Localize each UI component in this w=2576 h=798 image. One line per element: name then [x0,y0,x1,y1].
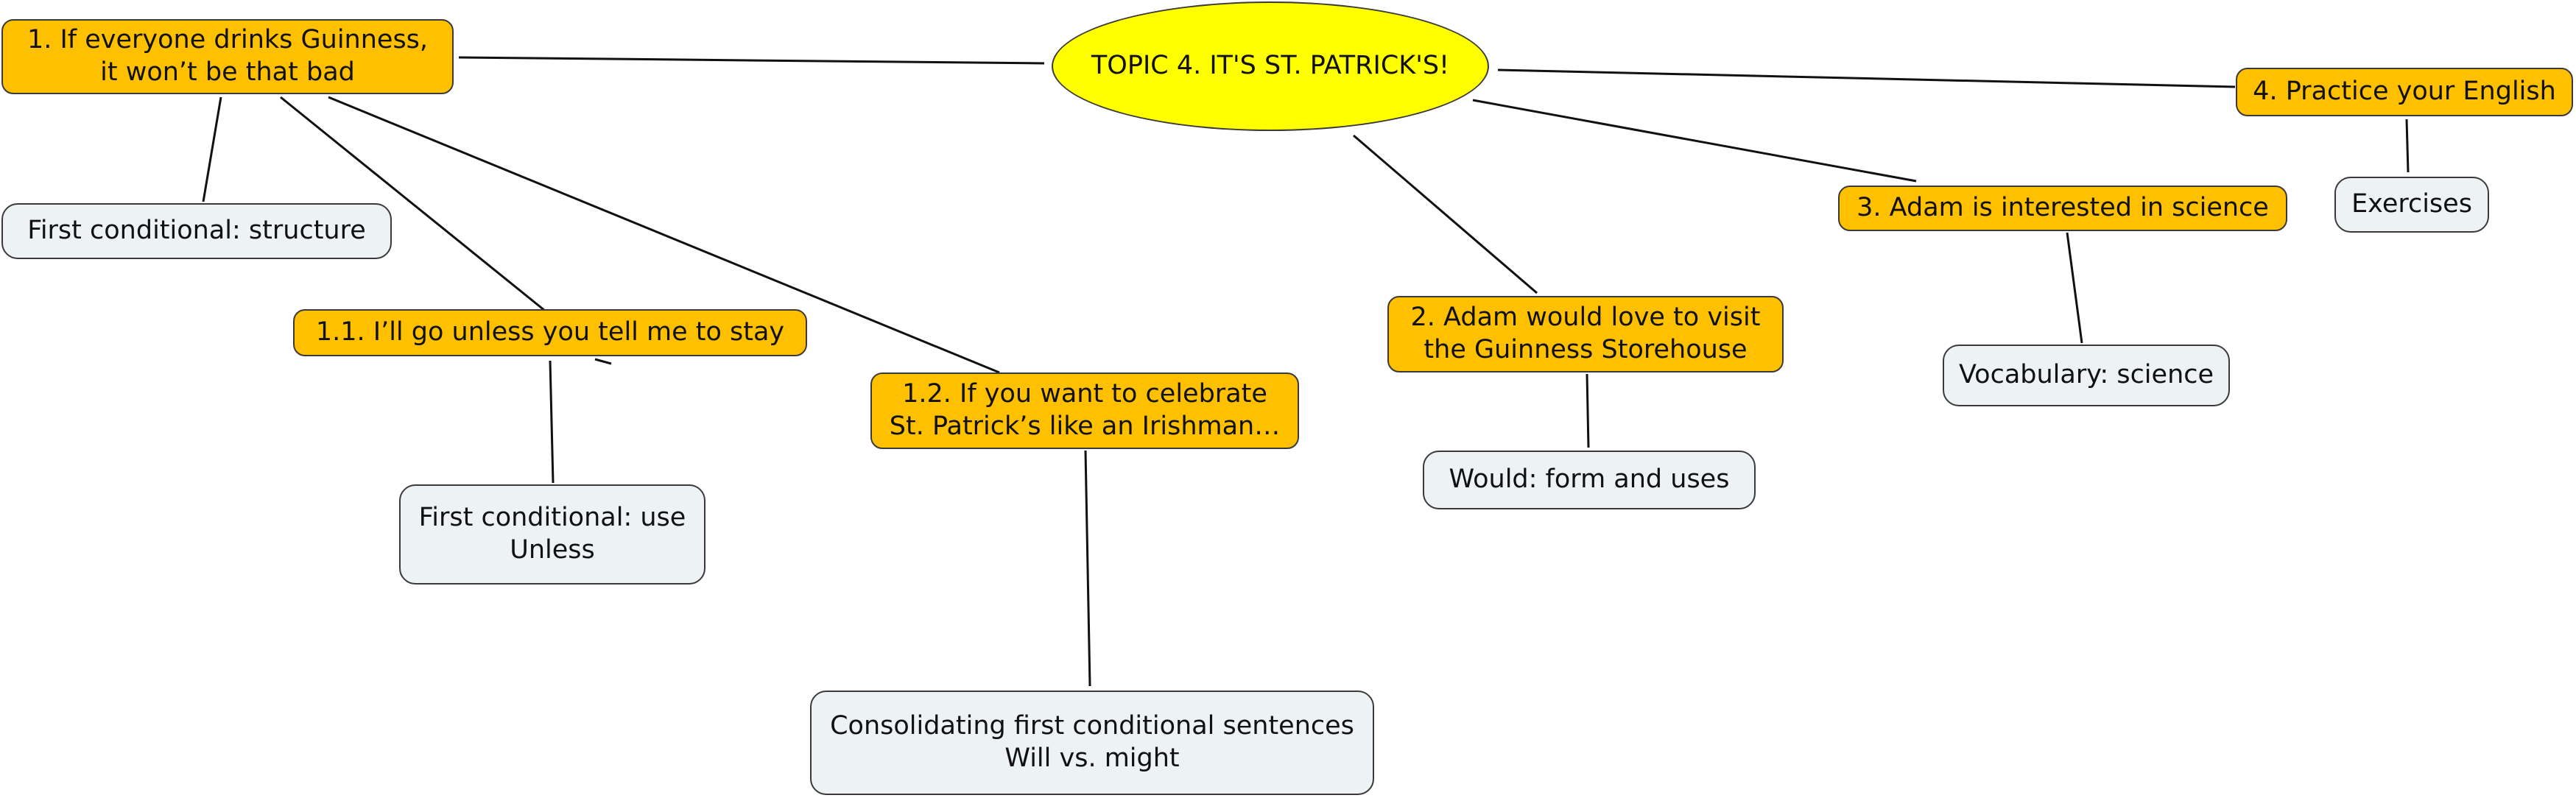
link-b1-structure [202,96,222,202]
branch-1-node[interactable]: 1. If everyone drinks Guinness, it won’t… [1,19,454,94]
branch-4-label: 4. Practice your English [2253,77,2556,107]
leaf-first-conditional-structure-label: First conditional: structure [27,216,366,246]
leaf-first-conditional-structure[interactable]: First conditional: structure [1,203,392,259]
link-topic-b4 [1497,68,2236,88]
branch-1-1-node[interactable]: 1.1. I’ll go unless you tell me to stay [293,309,807,356]
link-b1_1-use [549,360,555,484]
branch-2-line1: 2. Adam would love to visit [1410,303,1761,333]
leaf-exercises[interactable]: Exercises [2334,177,2489,233]
link-topic-b2 [1353,134,1538,294]
branch-1-line1: 1. If everyone drinks Guinness, [27,25,429,55]
leaf-would-form-uses-label: Would: form and uses [1449,465,1730,495]
leaf-would-form-uses[interactable]: Would: form and uses [1423,451,1756,509]
branch-2-node[interactable]: 2. Adam would love to visit the Guinness… [1387,296,1784,372]
link-b3-vocab [2066,232,2083,344]
leaf-consolidating[interactable]: Consolidating first conditional sentence… [810,691,1374,795]
leaf-vocabulary-science[interactable]: Vocabulary: science [1943,345,2230,406]
branch-1-2-line2: St. Patrick’s like an Irishman… [889,412,1281,441]
link-b4-exercises [2405,119,2410,173]
leaf-first-conditional-use-line1: First conditional: use [418,503,686,533]
link-b1-b1_2 [328,96,1000,374]
branch-1-2-line1: 1.2. If you want to celebrate [902,379,1267,409]
branch-3-label: 3. Adam is interested in science [1857,193,2269,223]
link-b1-b1_1 [280,96,546,312]
branch-1-line2: it won’t be that bad [100,57,355,87]
link-b1_2-consolidating [1084,450,1091,687]
central-topic[interactable]: TOPIC 4. IT'S ST. PATRICK'S! [1052,1,1489,131]
central-topic-label: TOPIC 4. IT'S ST. PATRICK'S! [1091,51,1450,81]
link-topic-b1 [458,56,1045,65]
link-b1_1-tick [594,358,612,365]
leaf-exercises-label: Exercises [2351,189,2472,219]
branch-1-2-node[interactable]: 1.2. If you want to celebrate St. Patric… [870,372,1299,449]
branch-4-node[interactable]: 4. Practice your English [2236,68,2573,116]
leaf-vocabulary-science-label: Vocabulary: science [1958,360,2214,390]
leaf-first-conditional-use[interactable]: First conditional: use Unless [399,484,705,585]
branch-1-1-label: 1.1. I’ll go unless you tell me to stay [315,317,785,347]
leaf-first-conditional-use-line2: Unless [510,535,595,565]
branch-3-node[interactable]: 3. Adam is interested in science [1838,186,2287,231]
leaf-consolidating-line2: Will vs. might [1004,744,1180,773]
link-b2-would [1586,373,1590,448]
link-topic-b3 [1472,99,1917,183]
branch-2-line2: the Guinness Storehouse [1424,335,1748,364]
leaf-consolidating-line1: Consolidating first conditional sentence… [830,711,1354,741]
